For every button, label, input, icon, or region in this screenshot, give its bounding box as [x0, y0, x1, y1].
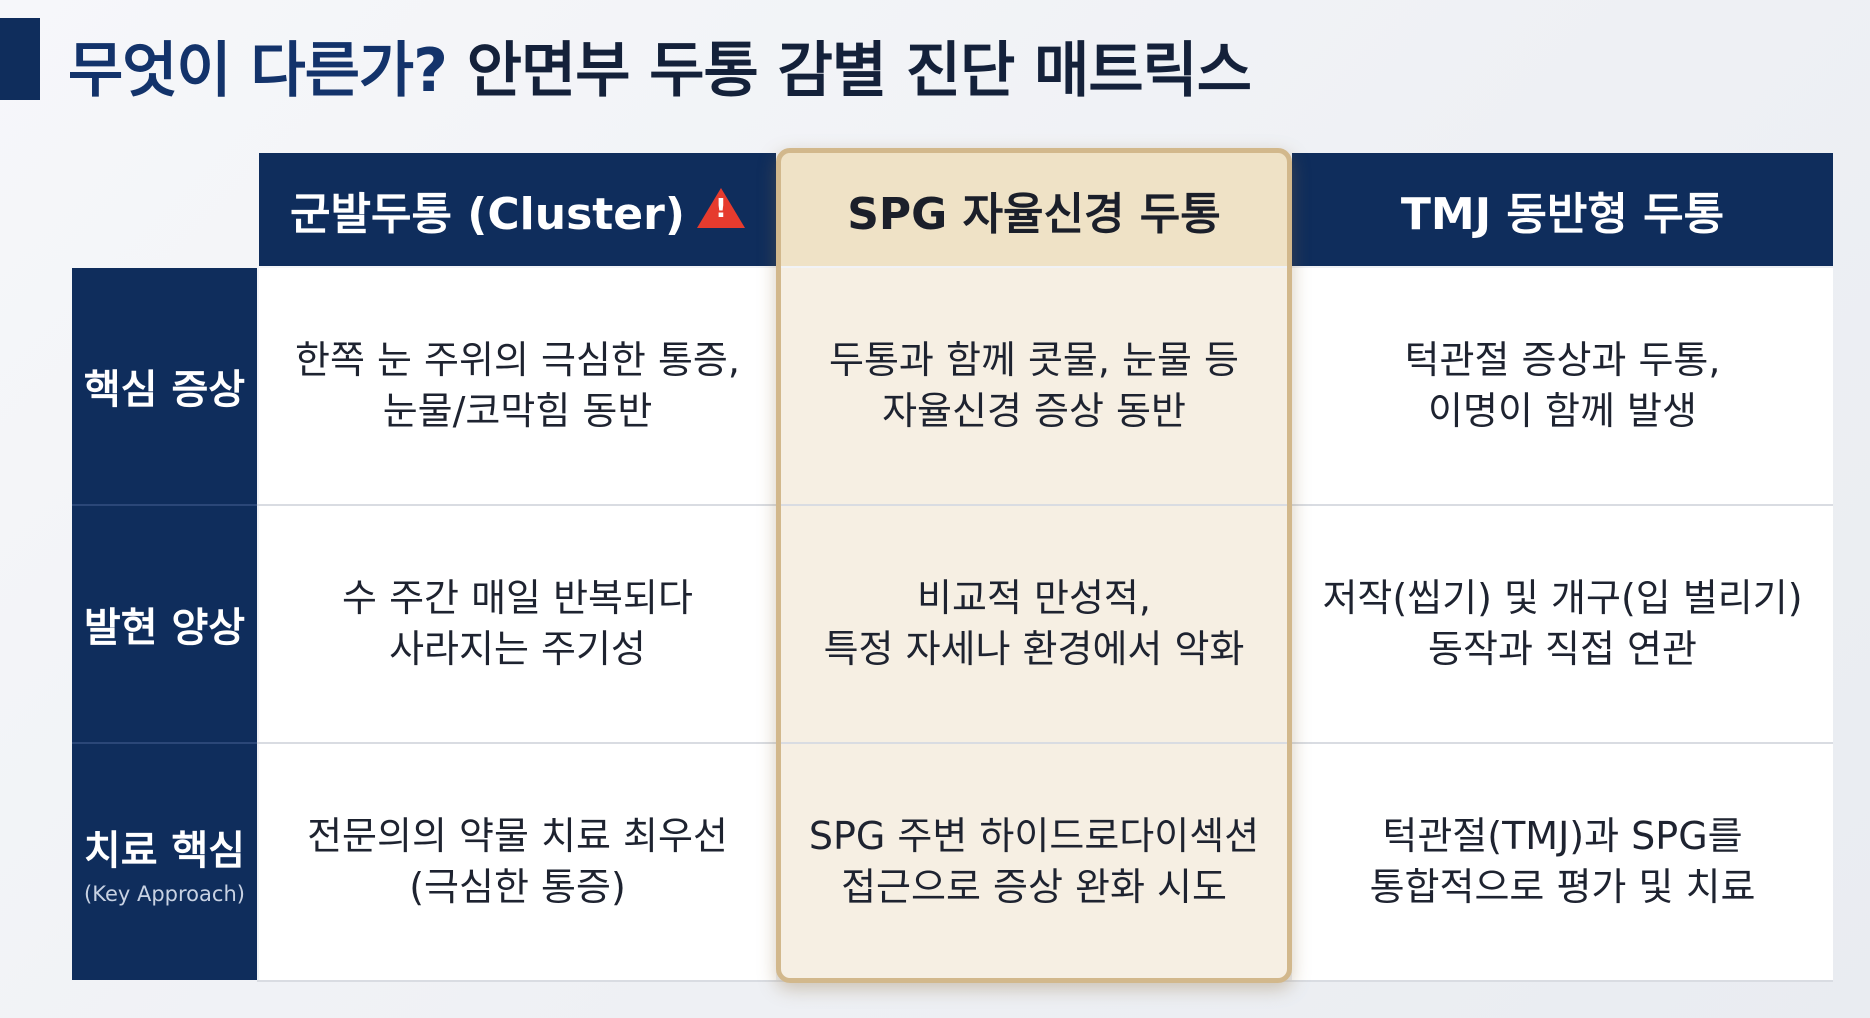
row-header-core-symptom: 핵심 증상	[72, 268, 257, 504]
row-header-divider	[72, 504, 257, 506]
row-header-label: 발현 양상	[83, 605, 246, 651]
matrix-cell: 턱관절 증상과 두통, 이명이 함께 발생	[1292, 268, 1833, 504]
matrix-cell: 전문의의 약물 치료 최우선 (극심한 통증)	[259, 744, 776, 980]
column-header-spg: SPG 자율신경 두통	[781, 153, 1287, 266]
column-header-label: SPG 자율신경 두통	[847, 188, 1221, 240]
row-header-onset-pattern: 발현 양상	[72, 506, 257, 742]
warning-icon	[696, 187, 745, 228]
matrix-cell: 턱관절(TMJ)과 SPG를 통합적으로 평가 및 치료	[1292, 744, 1833, 980]
page-title-question: 무엇이 다른가?	[68, 36, 448, 106]
column-header-label: TMJ 동반형 두통	[1400, 188, 1725, 240]
row-header-label: 치료 핵심	[83, 828, 246, 874]
row-divider	[257, 504, 1833, 506]
matrix-cell: 저작(씹기) 및 개구(입 벌리기) 동작과 직접 연관	[1292, 506, 1833, 742]
matrix-cell: 한쪽 눈 주위의 극심한 통증, 눈물/코막힘 동반	[259, 268, 776, 504]
row-divider	[257, 742, 1833, 744]
page-title: 무엇이 다른가? 안면부 두통 감별 진단 매트릭스	[68, 22, 1252, 109]
column-header-tmj: TMJ 동반형 두통	[1292, 153, 1833, 266]
matrix-cell-highlight: 비교적 만성적, 특정 자세나 환경에서 악화	[781, 506, 1287, 742]
row-header-label: 핵심 증상	[83, 367, 246, 413]
matrix-cell-highlight: SPG 주변 하이드로다이섹션 접근으로 증상 완화 시도	[781, 744, 1287, 980]
row-divider	[257, 980, 1833, 982]
row-header-sublabel: (Key Approach)	[84, 882, 245, 906]
row-header-treatment: 치료 핵심 (Key Approach)	[72, 744, 257, 980]
row-header-divider	[72, 742, 257, 744]
matrix-cell: 수 주간 매일 반복되다 사라지는 주기성	[259, 506, 776, 742]
title-accent-bar	[0, 18, 40, 100]
page-title-main: 안면부 두통 감별 진단 매트릭스	[446, 36, 1252, 106]
matrix-cell-highlight: 두통과 함께 콧물, 눈물 등 자율신경 증상 동반	[781, 268, 1287, 504]
column-header-label: 군발두통 (Cluster)	[290, 188, 685, 240]
column-header-cluster: 군발두통 (Cluster)	[259, 153, 776, 266]
